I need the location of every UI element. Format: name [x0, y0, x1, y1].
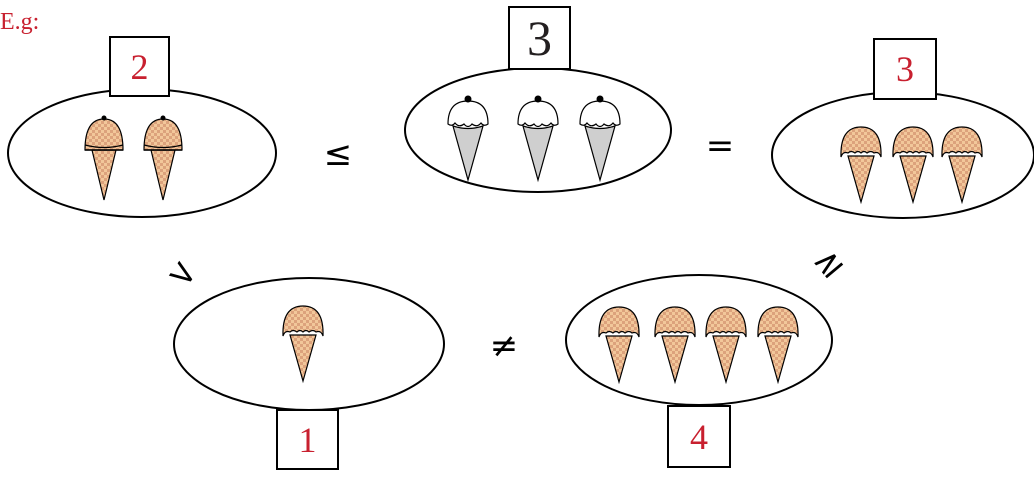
ice-cream-cone-icon	[706, 307, 746, 382]
relation-symbol-eq: =	[700, 126, 740, 166]
vanilla-ice-cream-cone-icon	[448, 96, 488, 181]
group-ellipse-2	[8, 89, 276, 217]
ice-cream-cone-icon	[893, 127, 933, 202]
ice-cream-cone-icon	[85, 116, 123, 201]
group-3-cones	[841, 127, 982, 202]
number-box-group-4: 4	[667, 405, 731, 468]
number-value: 3	[527, 13, 552, 63]
ice-cream-cone-icon	[655, 307, 695, 382]
ice-cream-cone-icon	[599, 307, 639, 382]
relation-symbol-le: ≤	[318, 134, 358, 174]
number-value: 2	[131, 49, 149, 85]
vanilla-ice-cream-cone-icon	[580, 96, 620, 181]
number-box-group-2: 2	[109, 36, 170, 97]
vanilla-ice-cream-cone-icon	[518, 96, 558, 181]
example-label: E.g:	[0, 8, 39, 36]
group-2-cones	[85, 116, 182, 201]
ice-cream-cone-icon	[283, 306, 323, 381]
number-value: 1	[299, 422, 317, 458]
group-1-cones	[283, 306, 323, 381]
number-box-group-3: 3	[873, 38, 937, 100]
ice-cream-cone-icon	[942, 127, 982, 202]
group-3-vanilla-cones	[448, 96, 620, 181]
number-value: 3	[896, 51, 914, 87]
relation-symbol-ne: ≠	[484, 326, 524, 366]
group-4-cones	[599, 307, 798, 382]
ice-cream-cone-icon	[144, 116, 182, 201]
group-ellipse-4	[566, 275, 832, 405]
number-value: 4	[690, 419, 708, 455]
number-box-group-1: 1	[276, 409, 339, 470]
ice-cream-cone-icon	[841, 127, 881, 202]
number-box-group-3-vanilla: 3	[508, 6, 571, 70]
group-ellipse-3	[772, 92, 1034, 218]
ice-cream-cone-icon	[758, 307, 798, 382]
